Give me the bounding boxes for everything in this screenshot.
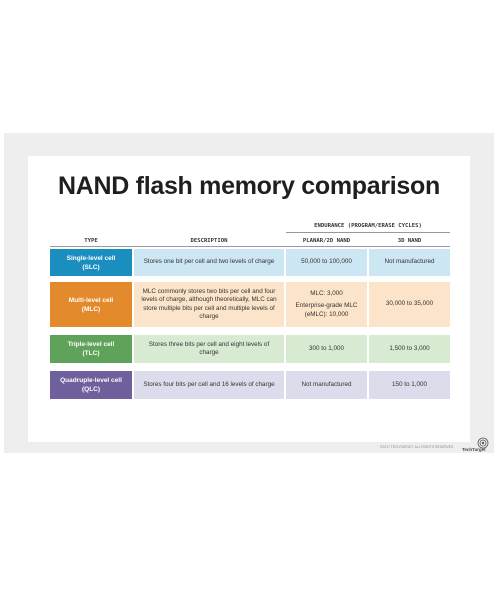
description-cell: Stores one bit per cell and two levels o… bbox=[134, 249, 284, 276]
endurance-header: ENDURANCE (PROGRAM/ERASE CYCLES) bbox=[314, 223, 422, 229]
description-cell: Stores three bits per cell and eight lev… bbox=[134, 335, 284, 363]
type-cell-qlc: Quadruple-level cell (QLC) bbox=[50, 371, 132, 399]
planar-value-enterprise: Enterprise-grade MLC bbox=[295, 302, 358, 310]
description-cell: Stores four bits per cell and 16 levels … bbox=[134, 371, 284, 399]
nand3d-cell: 1,500 to 3,000 bbox=[369, 335, 450, 363]
planar-value: 300 to 1,000 bbox=[308, 344, 344, 352]
header-description: DESCRIPTION bbox=[190, 238, 228, 244]
type-cell-mlc: Multi-level cell (MLC) bbox=[50, 282, 132, 327]
type-name: Single-level cell bbox=[66, 254, 116, 262]
header-type: TYPE bbox=[84, 238, 98, 244]
planar-value: Not manufactured bbox=[301, 380, 352, 388]
type-abbr: (SLC) bbox=[82, 263, 100, 271]
type-abbr: (TLC) bbox=[82, 350, 100, 357]
nand3d-cell: 30,000 to 35,000 bbox=[369, 282, 450, 327]
type-name: Quadruple-level cell bbox=[60, 377, 122, 384]
planar-cell: 50,000 to 100,000 bbox=[286, 249, 367, 276]
endurance-divider bbox=[286, 232, 450, 233]
header-3d: 3D NAND bbox=[397, 238, 422, 244]
planar-value-emlc: (eMLC): 10,000 bbox=[304, 310, 349, 318]
techtarget-logo-icon bbox=[477, 437, 489, 449]
page-title: NAND flash memory comparison bbox=[58, 172, 440, 200]
copyright-text: ©2017 TECHTARGET. ALL RIGHTS RESERVED bbox=[380, 445, 454, 449]
nand3d-cell: Not manufactured bbox=[369, 249, 450, 276]
header-divider bbox=[50, 246, 450, 247]
type-abbr: (QLC) bbox=[81, 386, 101, 393]
planar-value: MLC: 3,000 bbox=[310, 289, 343, 297]
planar-cell: 300 to 1,000 bbox=[286, 335, 367, 363]
type-cell-slc: Single-level cell (SLC) bbox=[50, 249, 132, 276]
type-name: Multi-level cell bbox=[68, 296, 114, 304]
planar-cell: MLC: 3,000 Enterprise-grade MLC (eMLC): … bbox=[286, 282, 367, 327]
type-cell-tlc: Triple-level cell (TLC) bbox=[50, 335, 132, 363]
nand3d-cell: 150 to 1,000 bbox=[369, 371, 450, 399]
planar-cell: Not manufactured bbox=[286, 371, 367, 399]
type-abbr: (MLC) bbox=[81, 305, 101, 313]
header-planar: PLANAR/2D NAND bbox=[302, 238, 351, 244]
planar-value: 50,000 to 100,000 bbox=[301, 258, 352, 266]
type-name: Triple-level cell bbox=[67, 341, 115, 348]
description-cell: MLC commonly stores two bits per cell an… bbox=[134, 282, 284, 327]
logo-text: TechTarget bbox=[462, 447, 486, 452]
